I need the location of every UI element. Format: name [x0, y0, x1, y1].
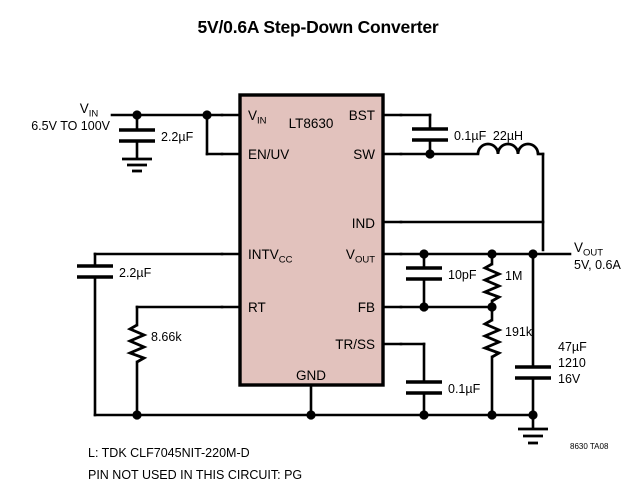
junction-gnd-r2: [487, 410, 497, 420]
value-css: 0.1µF: [448, 382, 481, 396]
ic-body-lt8630: [238, 93, 385, 387]
pin-label-tr-ss: TR/SS: [335, 337, 375, 352]
note-unused-pin: PIN NOT USED IN THIS CIRCUIT: PG: [88, 468, 302, 482]
value-cin: 2.2µF: [161, 130, 194, 144]
value-cout: 47µF: [558, 340, 587, 354]
pin-label-sw: SW: [353, 147, 375, 162]
junction-sw-cbst: [425, 149, 435, 159]
ic-part-label: LT8630: [289, 116, 334, 131]
junction-vout-cout: [528, 249, 538, 259]
page-title: 5V/0.6A Step-Down Converter: [198, 17, 439, 37]
pin-label-rt: RT: [248, 300, 266, 315]
junction-gnd-ic: [306, 410, 316, 420]
inductor-22uh: [476, 142, 540, 155]
value-cout-voltage: 16V: [558, 372, 581, 386]
junction-gnd-rt: [132, 410, 142, 420]
pin-label-intvcc: INTVCC: [248, 247, 293, 266]
value-cintvcc: 2.2µF: [119, 266, 152, 280]
label-vout-node: VOUT: [574, 240, 603, 259]
pin-label-vout: VOUT: [346, 247, 375, 266]
label-vin-range: 6.5V TO 100V: [31, 119, 110, 133]
value-rrt: 8.66k: [151, 330, 182, 344]
value-r1: 1M: [505, 269, 522, 283]
note-inductor: L: TDK CLF7045NIT-220M-D: [88, 446, 250, 460]
label-vin-node: VIN: [80, 101, 99, 120]
value-cff: 10pF: [448, 268, 477, 282]
value-inductor: 22µH: [493, 129, 523, 143]
pin-label-ind: IND: [352, 216, 376, 231]
pin-label-fb: FB: [358, 300, 375, 315]
resistor-191k: [481, 318, 503, 359]
value-cbst: 0.1µF: [454, 129, 487, 143]
figure-reference: 8630 TA08: [570, 442, 609, 451]
pin-label-gnd: GND: [296, 368, 326, 383]
junction-vin-cin: [132, 110, 142, 120]
pin-label-vin: VIN: [248, 108, 267, 127]
junction-vin-en: [202, 110, 212, 120]
label-vout-rating: 5V, 0.6A: [574, 258, 621, 272]
value-cout-case: 1210: [558, 356, 586, 370]
pin-label-bst: BST: [349, 108, 375, 123]
pin-label-en-uv: EN/UV: [248, 147, 289, 162]
resistor-8-66k: [126, 323, 148, 364]
value-r2: 191k: [505, 325, 533, 339]
junction-vout-r1: [487, 249, 497, 259]
junction-vout-cff: [419, 249, 429, 259]
resistor-1m: [481, 262, 503, 303]
junction-gnd-css: [419, 410, 429, 420]
